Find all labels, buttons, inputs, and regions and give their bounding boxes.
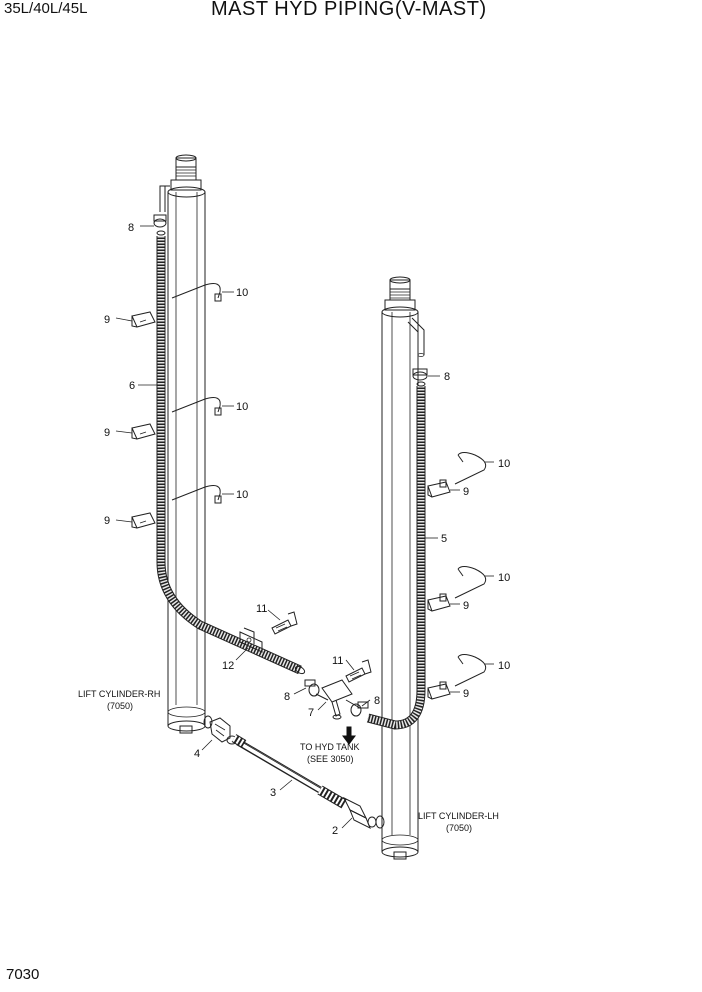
hose-5 [366, 386, 426, 730]
label-lift-cylinder-rh-ref: (7050) [107, 701, 133, 711]
clamp-set-lh-1 [427, 452, 487, 498]
lift-cylinder-lh [375, 276, 425, 860]
clamp-set-lh-3 [427, 654, 487, 700]
callout-3: 3 [270, 787, 276, 799]
callout-9-rh-2: 9 [104, 427, 110, 439]
label-see-3050: (SEE 3050) [307, 754, 354, 764]
tee-fitting-7 [304, 679, 369, 720]
callout-9-lh-2: 9 [463, 600, 469, 612]
callout-5: 5 [441, 533, 447, 545]
callout-2: 2 [332, 825, 338, 837]
callout-10-lh-1: 10 [498, 458, 510, 470]
page-code: 7030 [6, 966, 40, 983]
clamp-set-lh-2 [427, 566, 487, 612]
bolt-11-upper [271, 611, 298, 635]
clamp-9-rh-2 [131, 423, 156, 440]
hose-6 [156, 236, 306, 675]
lift-cylinder-rh [159, 154, 213, 734]
callout-10-rh-1: 10 [236, 287, 248, 299]
leader-lines [115, 225, 494, 829]
callout-10-rh-3: 10 [236, 489, 248, 501]
clamp-8-lh-top [412, 368, 428, 387]
bracket-12 [239, 627, 263, 653]
callout-11-upper: 11 [256, 603, 267, 615]
clamp-8-rh-top [153, 214, 167, 236]
callout-10-rh-2: 10 [236, 401, 248, 413]
callout-11-lower: 11 [332, 655, 343, 667]
diagram-title: MAST HYD PIPING(V-MAST) [211, 0, 487, 20]
callout-9-rh-1: 9 [104, 314, 110, 326]
hose-3 [231, 734, 347, 809]
callout-9-lh-1: 9 [463, 486, 469, 498]
bolt-11-lower [345, 659, 372, 683]
callout-12: 12 [222, 660, 234, 672]
clamp-9-rh-1 [131, 311, 156, 328]
callout-8-tee-right: 8 [374, 695, 380, 707]
callout-10-lh-2: 10 [498, 572, 510, 584]
retainer-10-rh-1 [171, 283, 222, 302]
label-to-hyd-tank: TO HYD TANK [300, 742, 360, 752]
callout-4: 4 [194, 748, 200, 760]
connector-fitting-2 [342, 796, 377, 830]
retainer-10-rh-3 [171, 485, 222, 504]
clamp-9-rh-3 [131, 512, 156, 529]
callout-8-tee-left: 8 [284, 691, 290, 703]
label-lift-cylinder-rh: LIFT CYLINDER-RH [78, 689, 160, 699]
callout-9-rh-3: 9 [104, 515, 110, 527]
callout-9-lh-3: 9 [463, 688, 469, 700]
callout-7: 7 [308, 707, 314, 719]
label-lift-cylinder-lh: LIFT CYLINDER-LH [418, 811, 499, 821]
label-lift-cylinder-lh-ref: (7050) [446, 823, 472, 833]
callout-8-lh: 8 [444, 371, 450, 383]
retainer-10-rh-2 [171, 397, 222, 416]
callout-6: 6 [129, 380, 135, 392]
callout-10-lh-3: 10 [498, 660, 510, 672]
to-tank-arrow [342, 726, 356, 745]
callout-8-rh: 8 [128, 222, 134, 234]
model-list: 35L/40L/45L [4, 0, 88, 17]
